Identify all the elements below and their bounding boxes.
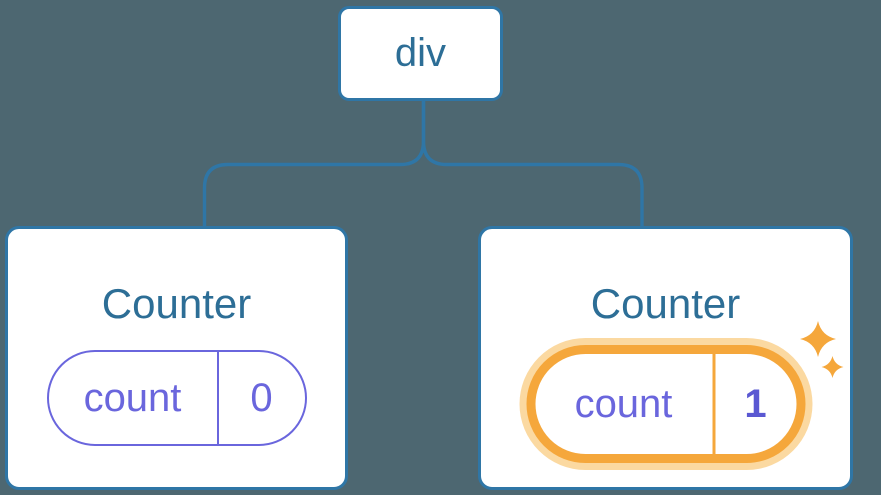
component-title: Counter <box>101 280 252 327</box>
state-key: count <box>574 381 673 426</box>
pill-divider <box>712 354 715 454</box>
root-node-label: div <box>394 31 447 75</box>
state-key: count <box>83 375 182 420</box>
root-node: div <box>338 6 503 101</box>
state-value: 1 <box>744 381 767 426</box>
connector-root-to-left-child <box>202 98 426 232</box>
counter-card-right: Counter count 1 <box>478 226 853 490</box>
counter-card-left: Counter count 0 <box>5 226 348 490</box>
pill-divider <box>216 352 219 444</box>
state-pill-highlighted: count 1 <box>526 345 805 463</box>
component-title: Counter <box>590 280 741 327</box>
connector-root-to-right-child <box>421 98 644 232</box>
state-pill: count 0 <box>46 350 307 446</box>
state-value: 0 <box>250 375 273 420</box>
